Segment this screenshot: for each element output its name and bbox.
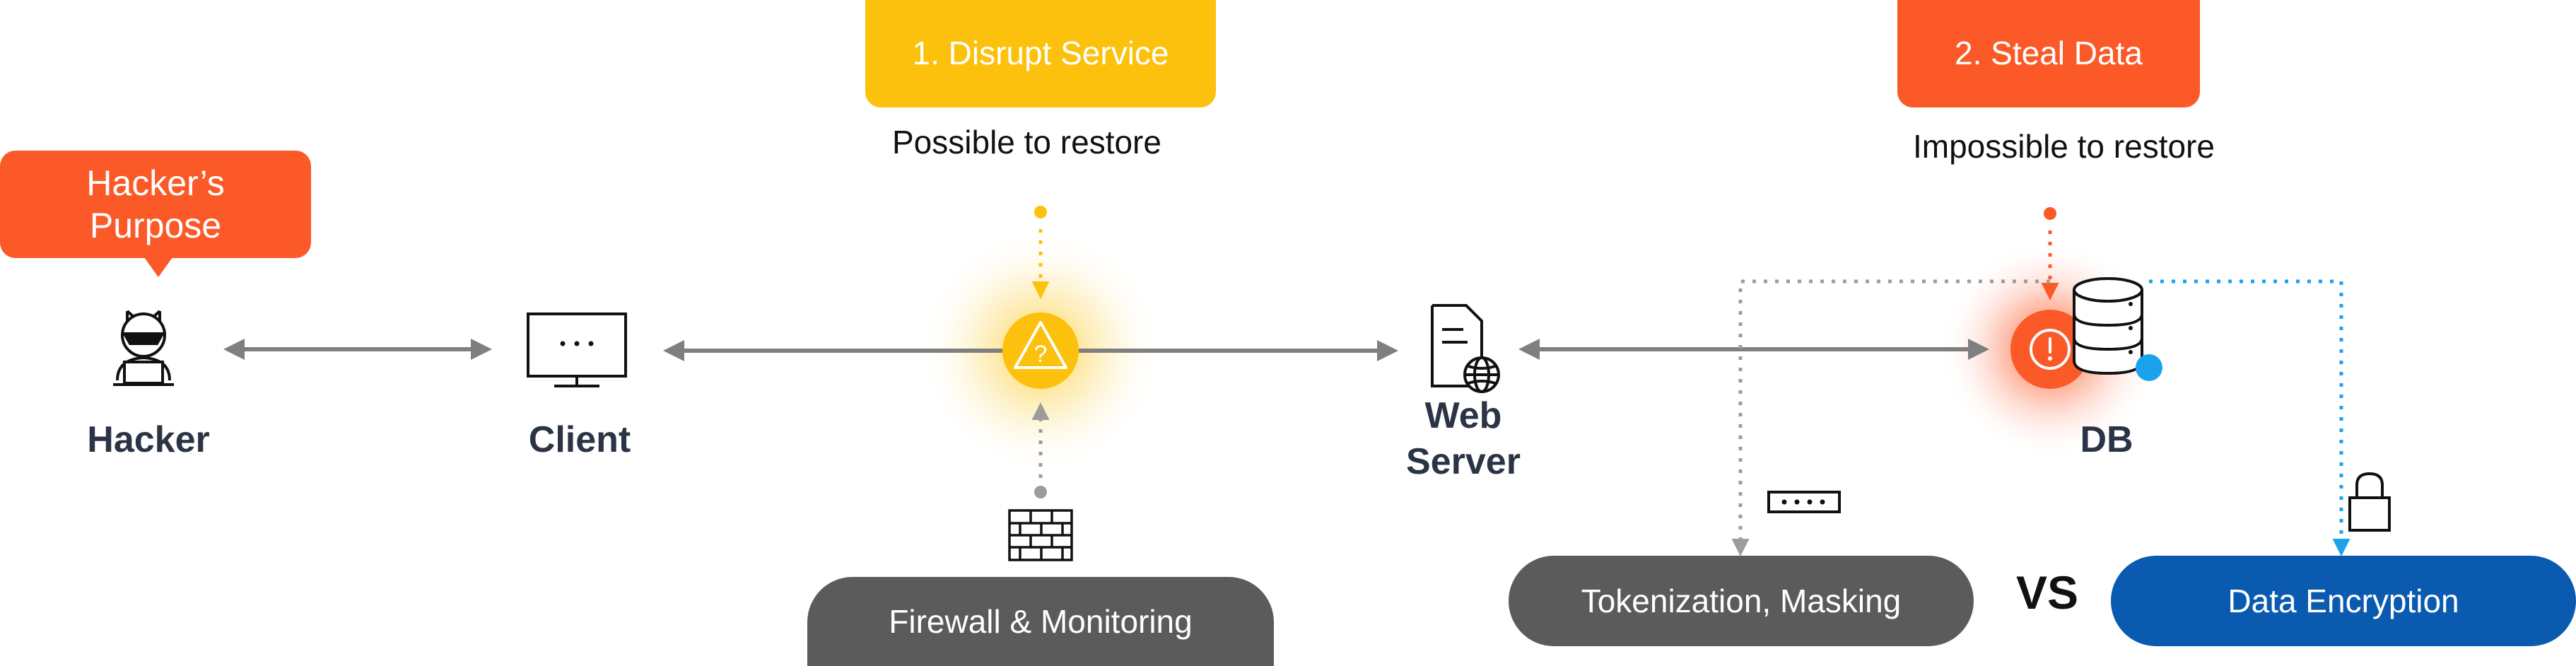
data-encryption-pill: Data Encryption	[2111, 556, 2576, 646]
steal-data-label: 2. Steal Data	[1955, 35, 2143, 72]
disrupt-origin-dot	[1034, 206, 1047, 218]
hacker-purpose-tag: Hacker’s Purpose	[0, 151, 311, 258]
disrupt-service-label: 1. Disrupt Service	[912, 35, 1169, 72]
warning-icon: ?	[1002, 312, 1079, 389]
firewall-monitoring-pill: Firewall & Monitoring	[807, 577, 1274, 666]
lock-icon	[2348, 472, 2391, 532]
vs-label: VS	[2016, 566, 2079, 619]
tokenization-masking-pill: Tokenization, Masking	[1509, 556, 1974, 646]
monitor-icon	[527, 312, 627, 387]
db-label: DB	[2080, 419, 2133, 460]
password-field-icon	[1767, 491, 1841, 513]
hacker-label: Hacker	[87, 419, 210, 460]
firewall-monitoring-label: Firewall & Monitoring	[889, 603, 1193, 640]
disrupt-caption: Possible to restore	[892, 124, 1161, 160]
tokenization-path	[1731, 279, 2050, 556]
server-globe-icon	[1431, 304, 1500, 393]
hacker-purpose-pointer	[144, 257, 172, 277]
firewall-origin-dot	[1034, 486, 1047, 498]
brick-wall-icon	[1008, 509, 1073, 561]
hacker-purpose-label: Hacker’s Purpose	[86, 163, 225, 245]
web-server-label: Web Server	[1406, 395, 1521, 482]
tokenization-masking-label: Tokenization, Masking	[1581, 583, 1902, 619]
data-encryption-label: Data Encryption	[2227, 583, 2459, 619]
db-blue-dot	[2136, 354, 2162, 381]
steal-origin-dot	[2044, 207, 2056, 220]
client-label: Client	[528, 419, 631, 460]
disrupt-service-tag: 1. Disrupt Service	[865, 0, 1216, 107]
hacker-icon	[113, 310, 174, 386]
encryption-path	[2149, 279, 2350, 556]
steal-data-tag: 2. Steal Data	[1897, 0, 2200, 107]
steal-caption: Impossible to restore	[1913, 128, 2215, 165]
alert-icon	[2010, 310, 2090, 389]
database-icon	[2073, 277, 2143, 375]
svg-text:?: ?	[1034, 341, 1048, 368]
